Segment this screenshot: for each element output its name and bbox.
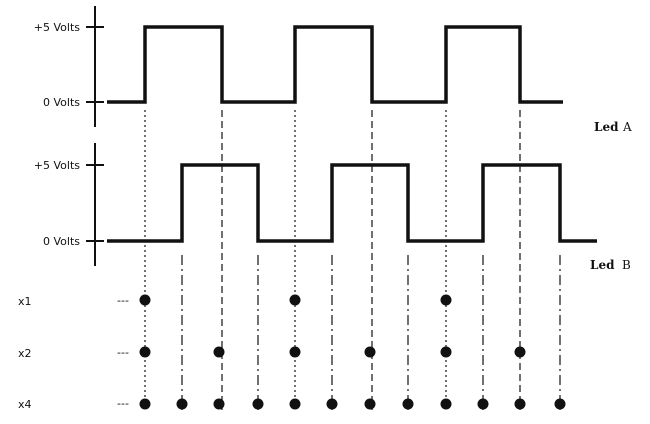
- count-dot-x4: [477, 398, 489, 410]
- count-dot-x1: [289, 294, 301, 306]
- count-dot-x4: [402, 398, 414, 410]
- led-b-edge-guides: [181, 255, 561, 410]
- axis-a-high-label: +5 Volts: [34, 21, 80, 34]
- row-x4-marker: ---: [117, 397, 129, 410]
- count-dot-x2: [440, 346, 452, 358]
- count-dot-x4: [289, 398, 301, 410]
- led-a-waveform: [107, 25, 563, 104]
- led-a-edge-guides: [144, 110, 521, 410]
- count-dot-x4: [252, 398, 264, 410]
- count-dot-x4: [440, 398, 452, 410]
- count-dot-x2: [213, 346, 225, 358]
- row-x4-label: x4: [18, 398, 32, 411]
- led-b-waveform: [107, 163, 597, 243]
- count-dots: [139, 294, 566, 410]
- row-x2-label: x2: [18, 347, 32, 360]
- led-a-label: Led: [594, 120, 619, 134]
- count-dot-x4: [213, 398, 225, 410]
- led-a-suffix: A: [622, 120, 632, 134]
- axis-a-low-label: 0 Volts: [43, 96, 80, 109]
- row-x1-label: x1: [18, 295, 32, 308]
- led-b-label: Led: [590, 258, 615, 272]
- count-dot-x4: [514, 398, 526, 410]
- led-b-suffix: B: [622, 258, 631, 272]
- count-dot-x4: [364, 398, 376, 410]
- row-x2-marker: ---: [117, 346, 129, 359]
- count-dot-x2: [514, 346, 526, 358]
- count-dot-x4: [176, 398, 188, 410]
- count-dot-x4: [326, 398, 338, 410]
- row-x1-marker: ---: [117, 294, 129, 307]
- count-dot-x1: [139, 294, 151, 306]
- axis-b-low-label: 0 Volts: [43, 235, 80, 248]
- count-dot-x4: [139, 398, 151, 410]
- axis-b-high-label: +5 Volts: [34, 159, 80, 172]
- count-dot-x4: [554, 398, 566, 410]
- count-dot-x2: [364, 346, 376, 358]
- count-dot-x2: [289, 346, 301, 358]
- count-dot-x2: [139, 346, 151, 358]
- count-dot-x1: [440, 294, 452, 306]
